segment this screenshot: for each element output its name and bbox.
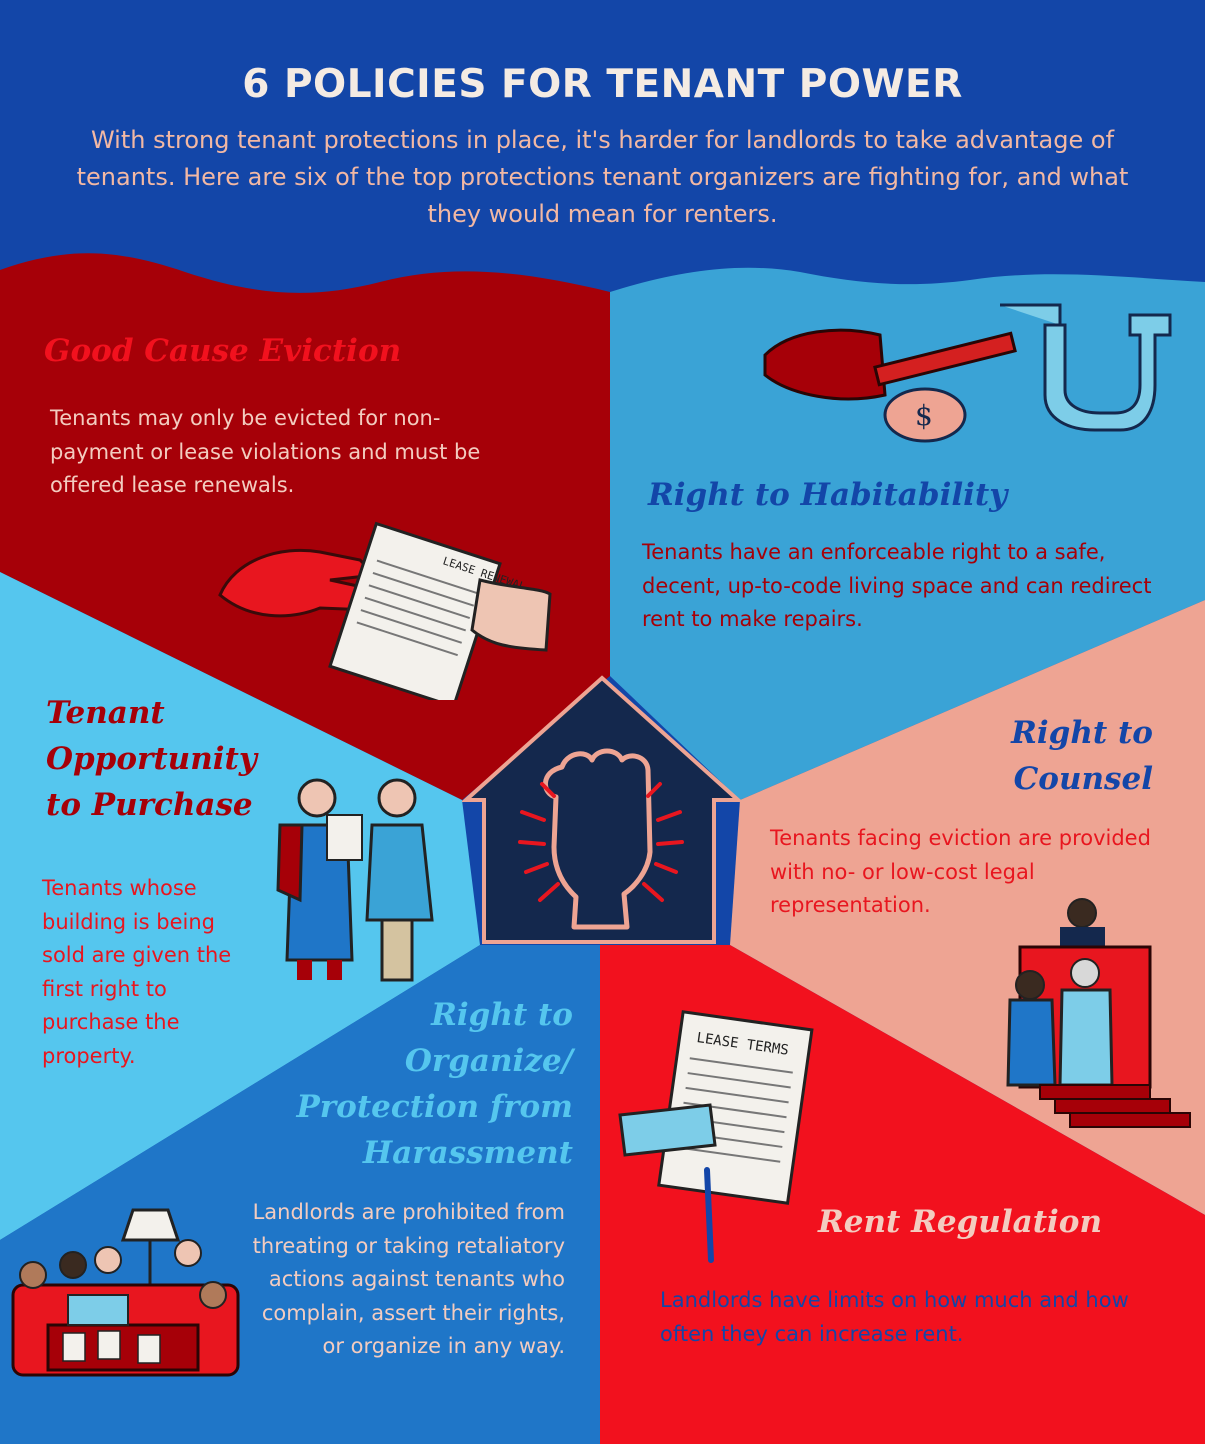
body-good-cause-eviction: Tenants may only be evicted for non-paym… [50,406,481,497]
page-title: 6 POLICIES FOR TENANT POWER [242,62,963,107]
body-right-to-counsel: Tenants facing eviction are provided wit… [770,826,1151,917]
tenants-reading-document-icon [276,778,434,982]
heading-line: Harassment [362,1135,573,1171]
heading-right-to-habitability: Right to Habitability [648,477,1008,513]
heading-line: Tenant [46,695,165,731]
heading-line: Opportunity [46,741,257,777]
heading-tenant-opportunity-to-purchase: Tenant Opportunity to Purchase [46,690,257,828]
body-right-to-habitability: Tenants have an enforceable right to a s… [642,540,1152,631]
page-subtitle: With strong tenant protections in place,… [76,126,1129,228]
heading-line: Right to [431,997,573,1033]
lease-terms-icon: LEASE TERMS [618,1010,814,1263]
heading-right-to-organize: Right to Organize/ Protection from Haras… [297,992,574,1176]
body-rent-regulation: Landlords have limits on how much and ho… [660,1288,1129,1346]
heading-line: Counsel [1013,761,1153,797]
heading-line: Protection from [296,1089,574,1125]
tenant-meeting-icon [11,1208,240,1377]
body-tenant-opportunity-to-purchase: Tenants whose building is being sold are… [42,876,232,1068]
wrench-pipe-icon: $ [763,303,1172,443]
heading-line: to Purchase [46,787,253,823]
dollar-sign-label: $ [915,399,933,432]
courtroom-icon [1006,898,1191,1128]
raised-fist-house-icon [462,675,742,944]
region-tenant-opportunity-to-purchase [0,572,480,1240]
heading-right-to-counsel: Right to Counsel [1011,710,1153,802]
heading-good-cause-eviction: Good Cause Eviction [44,333,402,369]
body-right-to-organize: Landlords are prohibited from threating … [252,1200,565,1358]
heading-line: Right to [1011,715,1153,751]
heading-rent-regulation: Rent Regulation [818,1204,1103,1240]
heading-line: Organize/ [404,1043,573,1079]
lease-renewal-handoff-icon: LEASE RENEWAL [218,521,552,700]
